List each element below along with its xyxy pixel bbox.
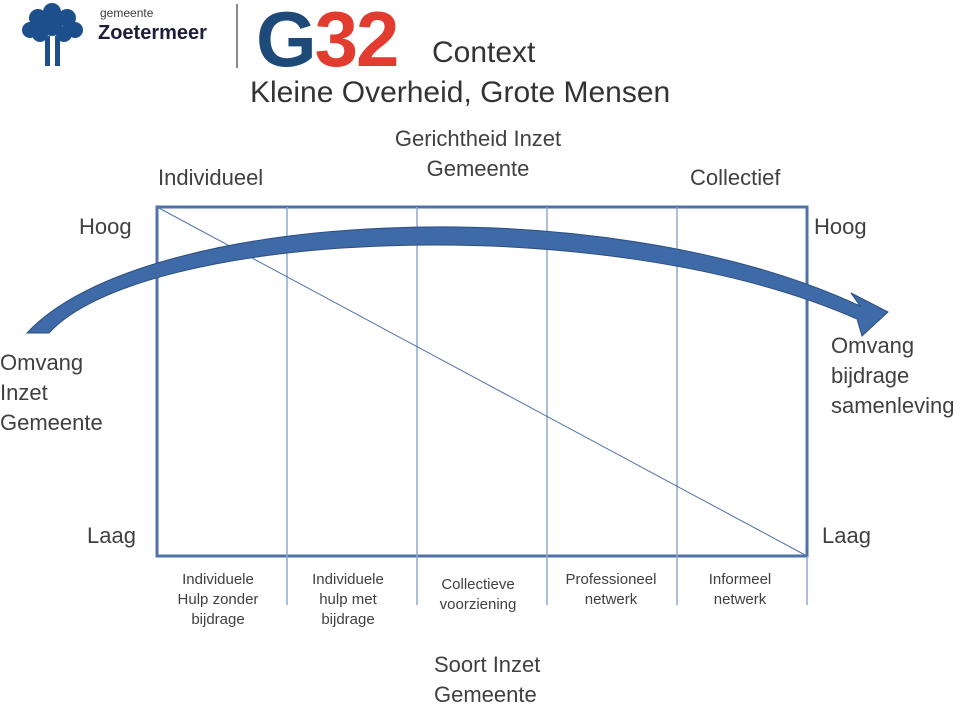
g32-letter: G — [256, 0, 317, 83]
column-label-1: Individuele Hulp zonder bijdrage — [158, 570, 278, 630]
column-label-2: Individuele hulp met bijdrage — [288, 570, 408, 630]
logo-divider — [236, 4, 238, 68]
diagram-frame — [155, 205, 809, 558]
top-axis-center-line2: Gemeente — [426, 156, 530, 181]
top-axis-center-line1: Gerichtheid Inzet — [394, 126, 562, 151]
column-label-4-line1: Professioneel — [565, 571, 657, 588]
column-label-4: Professioneel netwerk — [551, 570, 671, 610]
left-axis-label-line1: Omvang — [0, 350, 84, 375]
curved-arrow-icon — [25, 226, 889, 337]
right-axis-label: Omvang bijdrage samenleving — [831, 331, 955, 421]
column-label-1-line3: bijdrage — [191, 611, 245, 628]
bottom-axis-label: Soort Inzet Gemeente — [434, 650, 540, 710]
column-label-3-line1: Collectieve — [441, 576, 515, 593]
right-axis-high-label: Hoog — [814, 214, 867, 239]
top-axis-left-label: Individueel — [158, 165, 264, 190]
bottom-axis-label-line1: Soort Inzet — [434, 652, 541, 677]
right-axis-label-line3: samenleving — [831, 393, 955, 418]
right-axis-low-label: Laag — [822, 523, 871, 548]
top-axis-center-label: Gerichtheid Inzet Gemeente — [368, 124, 588, 184]
left-axis-high-label: Hoog — [79, 214, 132, 239]
column-label-2-line1: Individuele — [312, 571, 384, 588]
top-axis-right-label: Collectief — [690, 165, 781, 190]
column-label-1-line2: Hulp zonder — [177, 591, 259, 608]
column-label-3: Collectieve voorziening — [418, 575, 538, 615]
title-context: Context — [432, 36, 536, 69]
left-axis-low-label: Laag — [87, 523, 136, 548]
column-label-2-line3: bijdrage — [321, 611, 375, 628]
right-axis-label-line1: Omvang — [831, 333, 915, 358]
column-label-3-line2: voorziening — [439, 596, 517, 613]
diagonal-line — [156, 206, 808, 557]
column-label-1-line1: Individuele — [182, 571, 254, 588]
bottom-axis-label-line2: Gemeente — [434, 682, 537, 707]
column-label-5-line1: Informeel — [708, 571, 772, 588]
logo-gemeente-label: gemeente — [100, 6, 154, 20]
logo-city-label: Zoetermeer — [98, 22, 207, 44]
column-label-4-line2: netwerk — [584, 591, 638, 608]
left-axis-label-line3: Gemeente — [0, 410, 103, 435]
left-axis-label-line2: Inzet — [0, 380, 48, 405]
title-subtitle: Kleine Overheid, Grote Mensen — [250, 76, 671, 109]
zoetermeer-emblem-icon — [22, 3, 83, 66]
g32-logo: G32 — [256, 0, 399, 78]
g32-number: 32 — [314, 0, 400, 83]
column-label-5-line2: netwerk — [713, 591, 767, 608]
column-label-2-line2: hulp met — [319, 591, 377, 608]
right-axis-label-line2: bijdrage — [831, 363, 910, 388]
column-label-5: Informeel netwerk — [680, 570, 800, 610]
left-axis-label: Omvang Inzet Gemeente — [0, 348, 103, 438]
